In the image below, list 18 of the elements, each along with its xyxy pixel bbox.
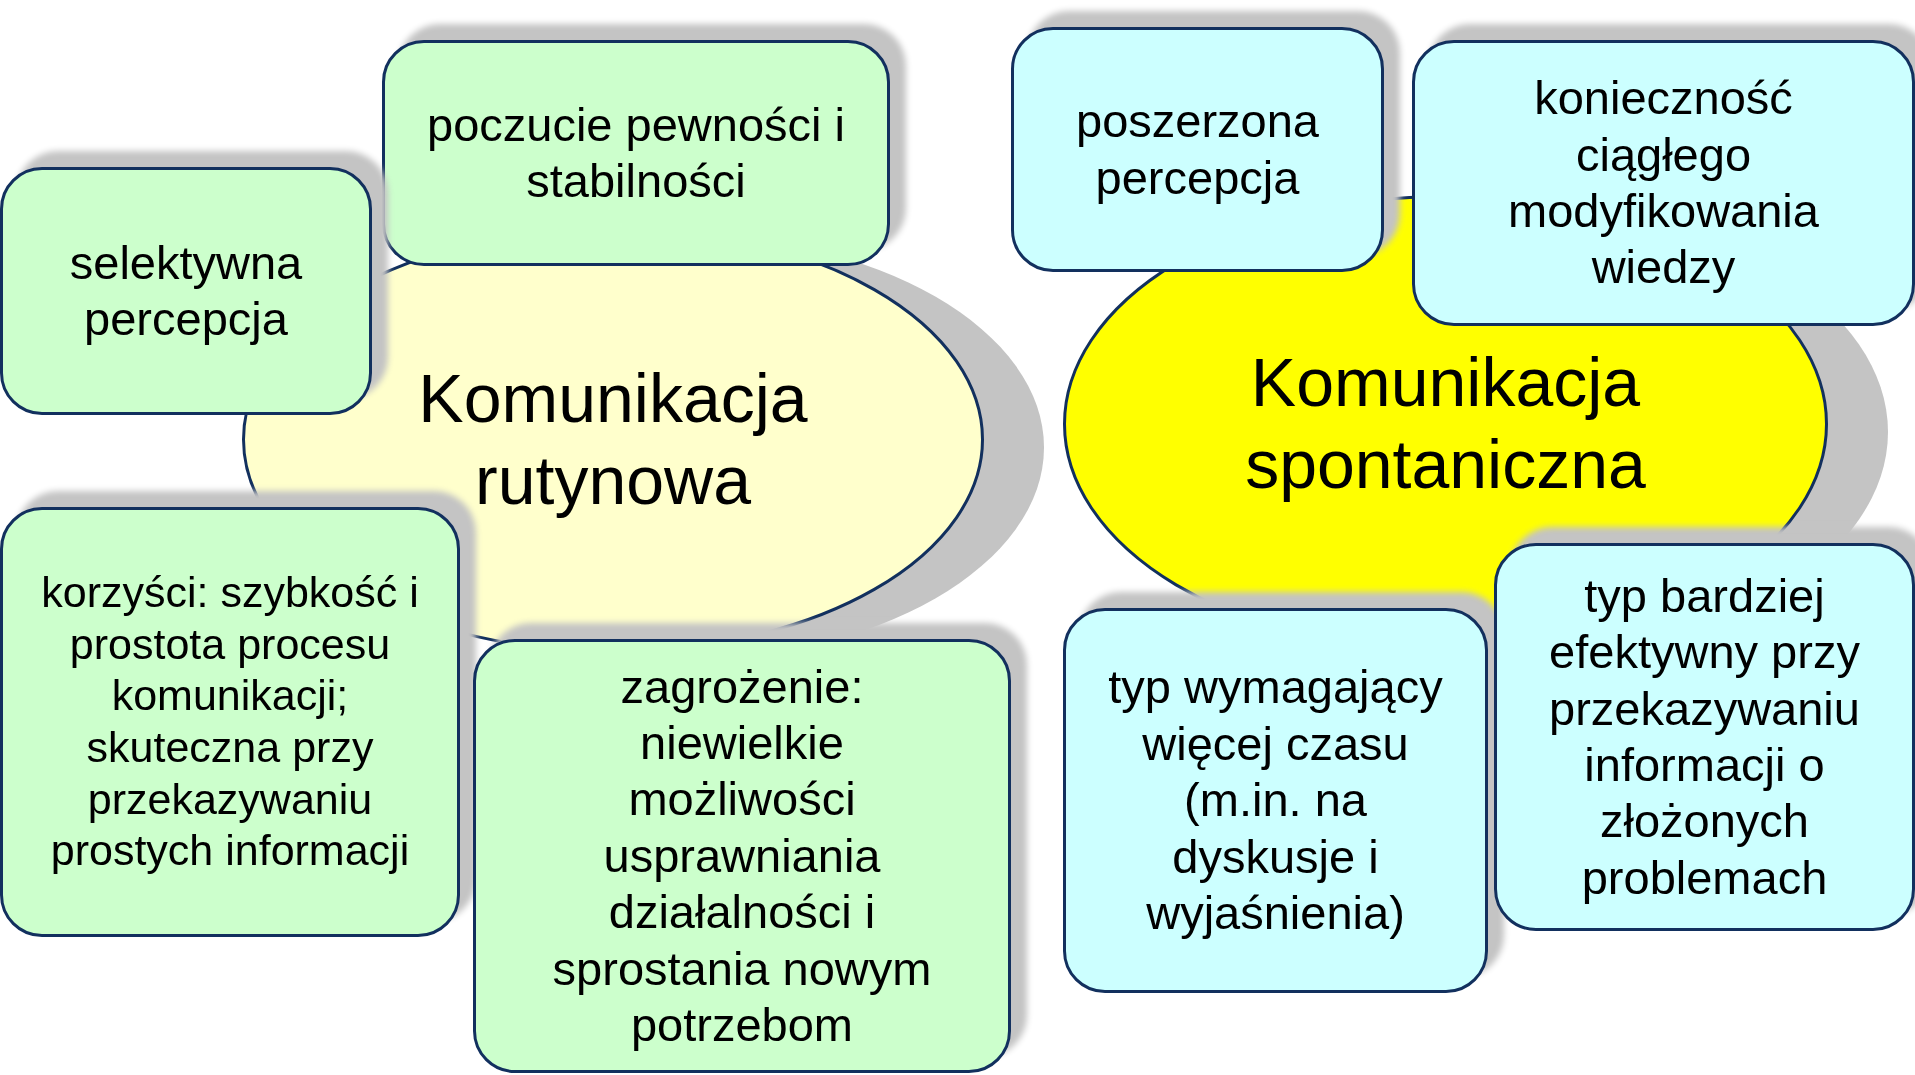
rounded-box (1063, 608, 1488, 993)
node-text: selektywna percepcja (68, 234, 304, 347)
node-text: typ bardziej efektywny przy przekazywaniu informacji o złożonych problemach (1548, 567, 1861, 906)
rounded-box (1412, 40, 1915, 326)
rounded-box (0, 167, 372, 415)
node-text: Komunikacja rutynowa (417, 358, 809, 520)
rounded-box (382, 40, 890, 266)
rounded-box (473, 639, 1011, 1073)
node-text: typ wymagający więcej czasu (m.in. na dyskusje i wyjaśnienia) (1107, 659, 1444, 942)
node-text: korzyści: szybkość i prostota procesu komunikacji; skuteczna przy przekazywaniu prostych informacji (40, 567, 420, 877)
node-text: poszerzona percepcja (1075, 93, 1320, 206)
node-text: zagrożenie: niewielkie możliwości usprawniania działalności i sprostania nowym potrzebom (551, 658, 933, 1053)
rounded-box (1011, 27, 1384, 272)
rounded-box (0, 507, 460, 937)
node-text: poczucie pewności i stabilności (426, 96, 846, 209)
node-text: Komunikacja spontaniczna (1244, 343, 1647, 504)
node-text: konieczność ciągłego modyfikowania wiedzy (1507, 70, 1820, 296)
rounded-box (1494, 543, 1915, 931)
